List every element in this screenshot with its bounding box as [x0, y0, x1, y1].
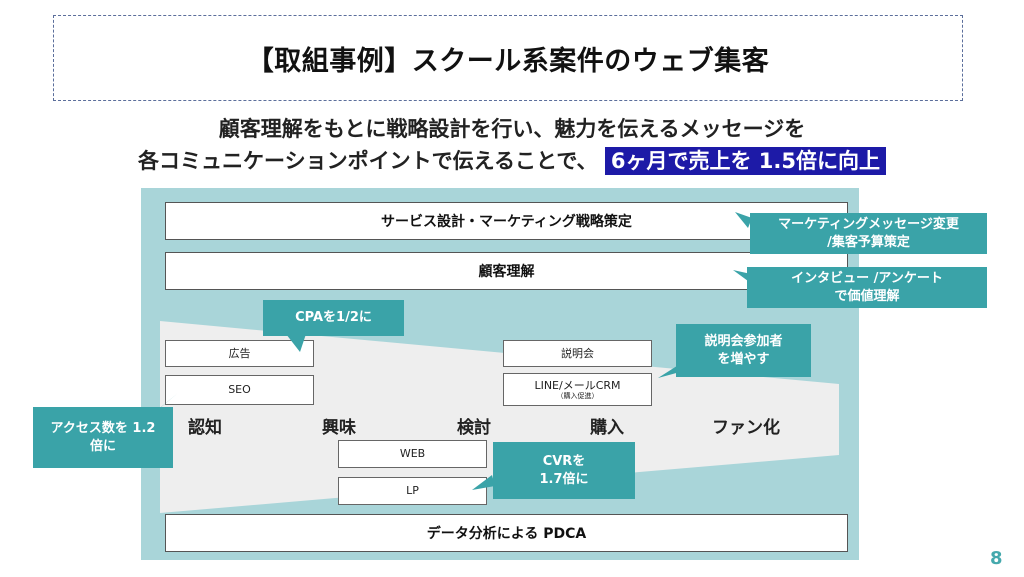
- stage-awareness: 認知: [188, 418, 222, 438]
- funnel-shape: [160, 321, 839, 513]
- tail-interview: [733, 270, 751, 281]
- stage-consideration: 検討: [457, 418, 491, 438]
- pdca-bar: データ分析による PDCA: [165, 514, 848, 552]
- callout-interview-line1: インタビュー /アンケート: [791, 270, 943, 286]
- tail-attendees: [658, 364, 680, 378]
- seo-box-label: SEO: [228, 383, 251, 397]
- customer-bar: 顧客理解: [165, 252, 848, 290]
- tail-cpa: [286, 334, 306, 352]
- pdca-bar-label: データ分析による PDCA: [426, 526, 587, 542]
- title-box: 【取組事例】スクール系案件のウェブ集客: [53, 15, 963, 101]
- callout-access: アクセス数を 1.2 倍に: [33, 407, 173, 468]
- callout-cvr: CVRを 1.7倍に: [493, 442, 635, 499]
- stage-fan: ファン化: [712, 418, 780, 438]
- stage-interest: 興味: [322, 418, 356, 438]
- funnel-polygon: [160, 321, 839, 513]
- line-crm-box: LINE/メールCRM （購入促進）: [503, 373, 652, 406]
- customer-bar-label: 顧客理解: [478, 264, 535, 280]
- subtitle-highlight: 6ヶ月で売上を 1.5倍に向上: [604, 147, 886, 175]
- lp-box-label: LP: [406, 484, 419, 498]
- callout-interview: インタビュー /アンケート で価値理解: [747, 267, 987, 308]
- callout-marketing-message-line2: /集客予算策定: [827, 234, 910, 250]
- callout-cvr-line1: CVRを: [542, 453, 586, 469]
- web-box: WEB: [338, 440, 487, 468]
- callout-access-line1: アクセス数を 1.2: [50, 420, 156, 436]
- briefing-box: 説明会: [503, 340, 652, 367]
- subtitle-line-2-text: 各コミュニケーションポイントで伝えることで、: [138, 149, 598, 173]
- line-crm-box-note: （購入促進）: [556, 391, 599, 400]
- callout-interview-line2: で価値理解: [834, 288, 900, 304]
- tail-cvr: [472, 475, 495, 490]
- page-number: 8: [990, 548, 1003, 569]
- strategy-bar: サービス設計・マーケティング戦略策定: [165, 202, 848, 240]
- callout-marketing-message: マーケティングメッセージ変更 /集客予算策定: [750, 213, 987, 254]
- web-box-label: WEB: [399, 447, 426, 461]
- stage-purchase: 購入: [590, 418, 624, 438]
- lp-box: LP: [338, 477, 487, 505]
- callout-attendees-line1: 説明会参加者: [704, 333, 783, 349]
- briefing-box-label: 説明会: [561, 346, 594, 360]
- callout-marketing-message-line1: マーケティングメッセージ変更: [778, 216, 959, 232]
- ad-box: 広告: [165, 340, 314, 367]
- callout-attendees: 説明会参加者 を増やす: [676, 324, 811, 377]
- strategy-bar-label: サービス設計・マーケティング戦略策定: [381, 214, 632, 230]
- seo-box: SEO: [165, 375, 314, 405]
- subtitle-line-1: 顧客理解をもとに戦略設計を行い、魅力を伝えるメッセージを: [218, 117, 806, 141]
- callout-attendees-line2: を増やす: [717, 351, 770, 367]
- tail-marketing: [735, 212, 752, 228]
- line-crm-box-label: LINE/メールCRM: [534, 378, 621, 392]
- callout-cvr-line2: 1.7倍に: [539, 471, 589, 487]
- subtitle-line-2: 各コミュニケーションポイントで伝えることで、 6ヶ月で売上を 1.5倍に向上: [0, 145, 1024, 175]
- callout-cpa: CPAを1/2に: [263, 300, 404, 336]
- callout-cpa-label: CPAを1/2に: [295, 310, 372, 326]
- ad-box-label: 広告: [228, 346, 251, 360]
- callout-access-line2: 倍に: [89, 438, 116, 454]
- page-title: 【取組事例】スクール系案件のウェブ集客: [246, 45, 770, 77]
